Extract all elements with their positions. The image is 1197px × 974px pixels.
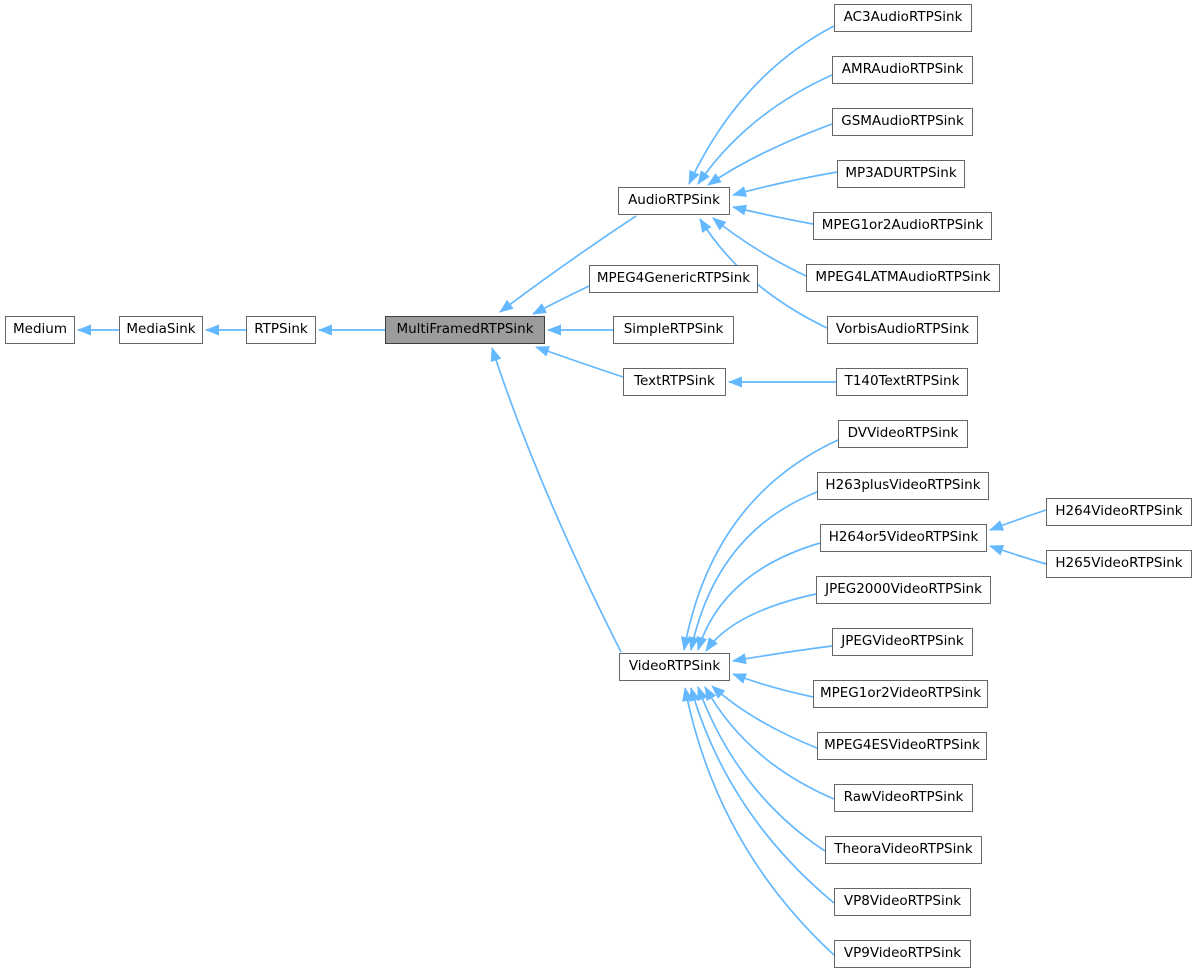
class-node-vorbis[interactable]: VorbisAudioRTPSink — [827, 316, 978, 344]
inheritance-edge-mpeg4generic-to-multiframed — [532, 285, 590, 315]
class-node-jpeg2000[interactable]: JPEG2000VideoRTPSink — [816, 576, 991, 604]
inheritance-edge-video-to-multiframed — [490, 347, 622, 653]
class-node-jpegvideo[interactable]: JPEGVideoRTPSink — [832, 628, 973, 656]
inheritance-edge-mpeg4es-to-video — [711, 685, 818, 749]
inheritance-edge-amr-to-audio — [697, 74, 833, 185]
class-node-h263plus[interactable]: H263plusVideoRTPSink — [817, 472, 989, 500]
class-node-amr[interactable]: AMRAudioRTPSink — [832, 56, 973, 84]
inheritance-edge-text-to-multiframed — [535, 346, 624, 378]
class-node-mp3adu[interactable]: MP3ADURTPSink — [837, 160, 965, 188]
class-node-mpeg1or2video[interactable]: MPEG1or2VideoRTPSink — [813, 680, 988, 708]
class-node-mpeg1or2audio[interactable]: MPEG1or2AudioRTPSink — [813, 212, 992, 240]
class-node-h265[interactable]: H265VideoRTPSink — [1046, 550, 1192, 578]
class-node-audio[interactable]: AudioRTPSink — [618, 187, 730, 215]
inheritance-edge-h265-to-h264or5 — [989, 545, 1047, 565]
class-node-vp8[interactable]: VP8VideoRTPSink — [834, 888, 971, 916]
inheritance-edge-h264or5-to-video — [696, 542, 821, 651]
class-node-mpeg4generic[interactable]: MPEG4GenericRTPSink — [589, 265, 758, 293]
class-node-rtpsink[interactable]: RTPSink — [246, 316, 316, 344]
class-node-simple[interactable]: SimpleRTPSink — [613, 316, 734, 344]
class-node-vp9[interactable]: VP9VideoRTPSink — [834, 940, 971, 968]
inheritance-edge-h264-to-h264or5 — [989, 509, 1047, 531]
class-node-ac3[interactable]: AC3AudioRTPSink — [834, 4, 972, 32]
class-node-theora[interactable]: TheoraVideoRTPSink — [825, 836, 982, 864]
class-node-video[interactable]: VideoRTPSink — [619, 653, 730, 681]
inheritance-edge-audio-to-multiframed — [499, 215, 637, 313]
class-node-h264[interactable]: H264VideoRTPSink — [1046, 498, 1192, 526]
class-node-h264or5[interactable]: H264or5VideoRTPSink — [820, 524, 987, 552]
class-node-medium[interactable]: Medium — [5, 316, 75, 344]
inheritance-edge-ac3-to-audio — [688, 25, 835, 185]
class-node-t140[interactable]: T140TextRTPSink — [836, 368, 968, 396]
inheritance-edge-gsm-to-audio — [707, 123, 833, 186]
class-node-gsm[interactable]: GSMAudioRTPSink — [832, 108, 973, 136]
inheritance-edge-dv-to-video — [680, 439, 839, 651]
inheritance-edge-jpegvideo-to-video — [732, 645, 833, 665]
class-node-mpeg4es[interactable]: MPEG4ESVideoRTPSink — [817, 732, 987, 760]
class-node-text[interactable]: TextRTPSink — [623, 368, 726, 396]
class-node-dv[interactable]: DVVideoRTPSink — [838, 420, 968, 448]
inheritance-edge-mp3adu-to-audio — [732, 171, 838, 197]
class-node-mediasink[interactable]: MediaSink — [119, 316, 203, 344]
inheritance-edge-theora-to-video — [697, 686, 826, 852]
inheritance-edge-vp8-to-video — [689, 687, 835, 904]
class-node-raw[interactable]: RawVideoRTPSink — [834, 784, 973, 812]
class-node-mpeg4latm[interactable]: MPEG4LATMAudioRTPSink — [806, 264, 1000, 292]
inheritance-edge-h263plus-to-video — [688, 491, 818, 651]
inheritance-edge-vp9-to-video — [682, 687, 835, 956]
class-node-multiframed: MultiFramedRTPSink — [385, 316, 545, 344]
inheritance-edge-mpeg1or2audio-to-audio — [732, 204, 814, 225]
inheritance-edge-mpeg1or2video-to-video — [732, 673, 814, 698]
inheritance-edge-jpeg2000-to-video — [705, 593, 817, 652]
